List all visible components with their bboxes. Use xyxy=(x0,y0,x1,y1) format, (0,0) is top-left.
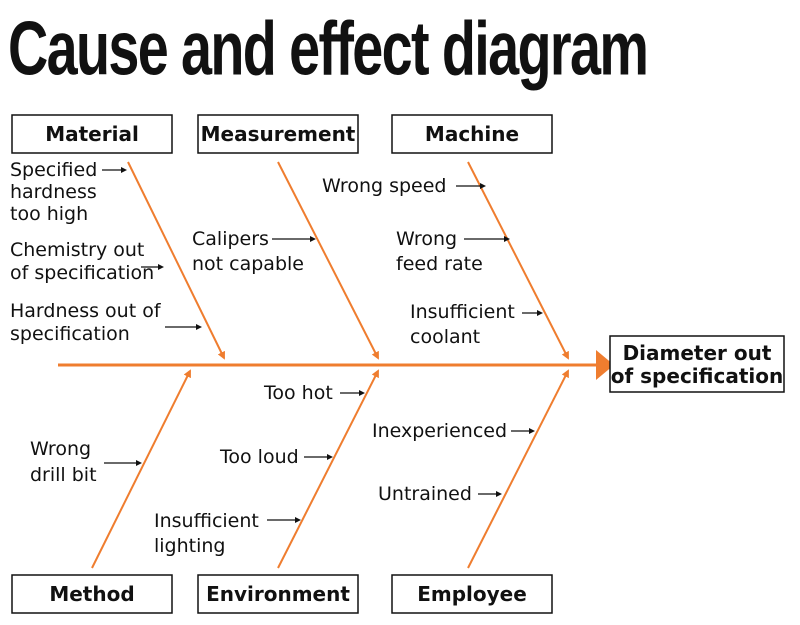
category-box-environment: Environment xyxy=(197,574,359,614)
bone-method xyxy=(91,369,191,569)
cause-text-line: Calipers xyxy=(192,228,269,250)
category-box-measurement: Measurement xyxy=(197,114,359,154)
bone-material xyxy=(127,161,225,360)
category-box-machine: Machine xyxy=(391,114,553,154)
cause-text-line: Inexperienced xyxy=(372,420,507,442)
cause-employee-2: Untrained xyxy=(378,483,502,505)
cause-text-line: drill bit xyxy=(30,464,97,486)
cause-text-line: Specified xyxy=(10,159,97,181)
cause-text-line: Too loud xyxy=(219,446,299,468)
category-label-method: Method xyxy=(49,582,134,606)
effect-box: Diameter out of specification xyxy=(609,335,785,393)
cause-text-line: not capable xyxy=(192,253,304,275)
cause-text-line: Chemistry out xyxy=(10,239,144,261)
cause-text-line: Wrong speed xyxy=(322,175,447,197)
cause-environment-1: Too hot xyxy=(263,382,365,404)
category-box-material: Material xyxy=(11,114,173,154)
bone-environment xyxy=(277,369,379,569)
cause-text-line: Too hot xyxy=(263,382,333,404)
cause-machine-2: Wrong feed rate xyxy=(396,228,510,275)
cause-measurement-1: Calipers not capable xyxy=(192,228,316,275)
cause-environment-3: Insufficient lighting xyxy=(154,510,301,557)
cause-method-1: Wrong drill bit xyxy=(30,438,142,486)
category-label-employee: Employee xyxy=(417,582,527,606)
cause-text-line: too high xyxy=(10,203,88,225)
category-box-method: Method xyxy=(11,574,173,614)
category-label-material: Material xyxy=(45,122,139,146)
bone-measurement xyxy=(277,161,379,360)
spine-arrowhead xyxy=(596,350,614,380)
category-box-employee: Employee xyxy=(391,574,553,614)
bone-machine xyxy=(467,161,569,360)
bone-employee xyxy=(467,369,569,569)
diagram-title: Cause and effect diagram xyxy=(8,6,649,92)
effect-label-line1: Diameter out xyxy=(623,341,772,365)
cause-employee-1: Inexperienced xyxy=(372,420,535,442)
category-label-measurement: Measurement xyxy=(201,122,356,146)
category-label-machine: Machine xyxy=(425,122,519,146)
cause-environment-2: Too loud xyxy=(219,446,333,468)
cause-material-2: Chemistry out of specification xyxy=(10,239,164,284)
cause-text-line: Hardness out of xyxy=(10,300,162,322)
category-label-environment: Environment xyxy=(206,582,350,606)
cause-text-line: Wrong xyxy=(30,438,91,460)
cause-text-line: Untrained xyxy=(378,483,472,505)
cause-text-line: of specification xyxy=(10,262,154,284)
cause-material-3: Hardness out of specification xyxy=(10,300,202,345)
cause-text-line: feed rate xyxy=(396,253,483,275)
effect-label-line2: of specification xyxy=(611,364,783,388)
cause-text-line: hardness xyxy=(10,181,97,203)
cause-text-line: coolant xyxy=(410,326,480,348)
cause-material-1: Specified hardness too high xyxy=(10,159,127,225)
cause-text-line: lighting xyxy=(154,535,226,557)
cause-text-line: Insufficient xyxy=(410,301,515,323)
cause-text-line: Wrong xyxy=(396,228,457,250)
cause-text-line: Insufficient xyxy=(154,510,259,532)
cause-text-line: specification xyxy=(10,323,130,345)
cause-machine-3: Insufficient coolant xyxy=(410,301,543,348)
cause-machine-1: Wrong speed xyxy=(322,175,486,197)
